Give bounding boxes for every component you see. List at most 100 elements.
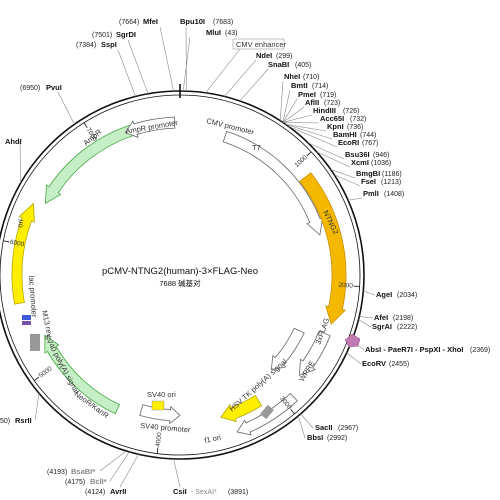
site-leader-line	[127, 39, 149, 94]
feature-label-lac-promoter: lac promoter	[27, 276, 39, 319]
site-bcli-pos: (4175)	[65, 479, 85, 486]
site-pmei-pos: (719)	[320, 92, 336, 99]
site-leader-line	[282, 122, 320, 124]
site-ecorv: EcoRV	[362, 359, 386, 368]
site-leader-line	[159, 26, 174, 92]
site-fsei: FseI	[361, 177, 376, 186]
arrow-neor	[44, 334, 121, 415]
feature-label-ori: ori	[15, 218, 25, 228]
site-leader-line	[285, 123, 327, 132]
site-sexai: - SexAI*	[191, 489, 217, 496]
arrow-f1-ori	[220, 394, 263, 423]
sv40-polya-box	[30, 334, 40, 351]
site-leader-line	[279, 80, 284, 121]
site-leader-line	[348, 197, 363, 201]
site-sacii-pos: (2967)	[338, 425, 358, 432]
site-bpu10i: Bpu10I	[180, 17, 205, 26]
site-leader-line	[300, 413, 314, 429]
site-leader-line	[358, 319, 372, 328]
tick-label: 2000	[338, 282, 353, 290]
site-leader-line	[224, 59, 257, 97]
tick-mark	[3, 240, 10, 243]
site-leader-line	[173, 458, 181, 488]
site-afei-pos: (2198)	[393, 315, 413, 322]
site-leader-line	[330, 169, 356, 179]
flag-marker	[344, 333, 361, 348]
site-leader-line	[99, 450, 127, 472]
tick-label: 5000	[38, 365, 54, 379]
site-aflii: AflII	[305, 98, 319, 107]
site-leader-line	[297, 415, 306, 439]
site-sspi-pos: (7384)	[76, 42, 96, 49]
arrow-cmv-promoter	[222, 130, 324, 236]
site-csii-pos: (3891)	[228, 489, 248, 496]
site-sgrai: SgrAI	[372, 322, 392, 331]
arrow-3xflag	[299, 330, 331, 376]
site-pvui-pos: (6950)	[20, 85, 40, 92]
site-leader-line	[239, 68, 269, 102]
site-leader-line	[282, 114, 313, 123]
lac-operator-box	[22, 321, 31, 325]
site-sspi: SspI	[101, 40, 117, 49]
site-afei: AfeI	[374, 313, 388, 322]
arrow-ntng2	[299, 172, 347, 325]
plasmid-name: pCMV-NTNG2(human)-3×FLAG-Neo	[102, 266, 258, 277]
cmv-enhancer-label: CMV enhancer	[232, 38, 287, 50]
site-rsrii: RsrII	[15, 416, 32, 425]
hsv-polya-box	[260, 404, 274, 420]
site-mfei-pos: (7664)	[119, 19, 139, 26]
site-pmli-pos: (1408)	[384, 191, 404, 198]
site-bpu10i-pos: (7683)	[213, 19, 233, 26]
site-leader-line	[282, 106, 305, 123]
site-hindiii-pos: (726)	[343, 108, 359, 115]
site-leader-line	[282, 98, 298, 123]
arrow-wpre	[270, 327, 305, 371]
site-bmgbi: BmgBI	[356, 169, 380, 178]
site-leader-line	[363, 290, 376, 296]
site-bbsi-pos: (2992)	[327, 435, 347, 442]
tick-mark	[290, 408, 295, 415]
site-kpni: KpnI	[327, 122, 344, 131]
tick-mark	[33, 376, 40, 381]
site-bsabi-pos: (4193)	[47, 469, 67, 476]
site-bmti: BmtI	[291, 81, 308, 90]
site-avrii: AvrII	[110, 487, 126, 496]
site-leader-line	[282, 89, 291, 123]
plasmid-length: 7688 碱基对	[159, 278, 201, 288]
site-mlui-pos: (43)	[225, 30, 237, 37]
cmv-enhancer-leader	[205, 48, 241, 93]
tick-label: 6000	[9, 239, 25, 249]
tick-mark	[156, 447, 159, 454]
site-leader-line	[19, 140, 21, 184]
site-mfei: MfeI	[143, 17, 158, 26]
m13-rev-box	[22, 315, 31, 320]
site-sgrdi-pos: (7501)	[92, 32, 112, 39]
feature-label-sv40-ori: SV40 ori	[147, 390, 176, 399]
site-bbsi: BbsI	[307, 433, 323, 442]
site-kpni-pos: (736)	[347, 124, 363, 131]
tick-label: 4000	[155, 432, 164, 448]
site-snabi: SnaBI	[268, 60, 289, 69]
arrow-ampr-promoter	[124, 116, 176, 138]
sv40-ori-box	[151, 400, 165, 411]
tick-mark	[306, 151, 312, 157]
arrow-ori	[11, 202, 35, 305]
arrow-sv40-promoter	[139, 404, 181, 425]
site-ecorv-pos: (2455)	[389, 361, 409, 368]
site-ecori-pos: (767)	[362, 140, 378, 147]
site-ahdi: AhdI	[5, 137, 22, 146]
site-avrii-pos: (4124)	[85, 489, 105, 496]
feature-label-m13-rev: M13 rev	[40, 310, 54, 339]
site-hindiii: HindIII	[313, 106, 336, 115]
site-leader-line	[359, 316, 374, 319]
tick-mark	[83, 122, 88, 129]
site-labels: Bpu10I (7683) MluI (43) (7664) MfeI (750…	[0, 17, 490, 496]
site-mlui: MluI	[206, 28, 221, 37]
site-ndei-pos: (299)	[276, 53, 292, 60]
site-bsu36i-pos: (946)	[373, 152, 389, 159]
site-bmgbi-pos: (1186)	[382, 171, 402, 178]
site-leader-line	[285, 123, 333, 140]
site-leader-line	[182, 36, 191, 92]
site-leader-line	[334, 174, 361, 187]
site-acc65i: Acc65I	[320, 114, 344, 123]
